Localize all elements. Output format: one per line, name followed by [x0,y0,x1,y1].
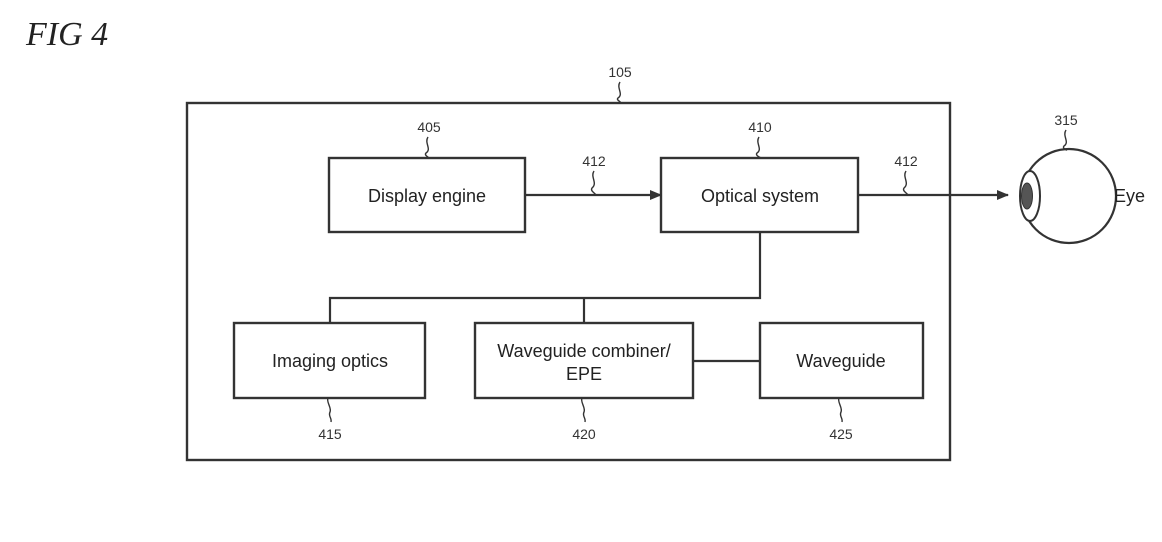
waveguide-combiner-label-line2: EPE [566,364,602,384]
display-engine-box [327,156,527,234]
container-box [185,101,952,462]
ref-label-412a: 412 [582,153,606,169]
eye-label: Eye [1114,186,1145,206]
container-105: 105 [185,64,952,462]
leader-line-415 [326,397,332,423]
block-imaging-optics: Imaging optics 415 [232,321,427,442]
leader-line-412b [902,170,909,196]
optical-system-label: Optical system [701,186,819,206]
ref-label-412b: 412 [894,153,918,169]
imaging-optics-label: Imaging optics [272,351,388,371]
connector-optical-to-lower [328,232,762,323]
ref-label-405: 405 [417,119,441,135]
arrow-optical-to-eye: 412 [858,153,1009,200]
leader-line-405 [424,136,430,159]
waveguide-label: Waveguide [796,351,885,371]
arrow-display-to-optical: 412 [525,153,662,200]
connector-line-to-imaging [328,232,762,323]
ref-label-410: 410 [748,119,772,135]
ref-label-420: 420 [572,426,596,442]
display-engine-label: Display engine [368,186,486,206]
eye-block: 315 Eye [1019,112,1145,245]
eye-icon [1019,147,1118,245]
leader-line-410 [755,136,762,159]
block-waveguide: Waveguide 425 [758,321,925,442]
leader-line-105 [616,81,622,104]
ref-label-105: 105 [608,64,632,80]
block-optical-system: Optical system 410 [659,119,860,234]
block-display-engine: Display engine 405 [327,119,527,234]
waveguide-combiner-label-line1: Waveguide combiner/ [497,341,670,361]
waveguide-box [758,321,925,400]
ref-label-415: 415 [318,426,342,442]
leader-line-425 [837,397,843,423]
ref-label-425: 425 [829,426,853,442]
leader-line-420 [580,397,586,423]
imaging-optics-box [232,321,427,400]
leader-line-412a [590,170,597,196]
ref-label-315: 315 [1054,112,1078,128]
leader-line-315 [1062,129,1068,151]
figure-title: FIG 4 [25,16,108,53]
